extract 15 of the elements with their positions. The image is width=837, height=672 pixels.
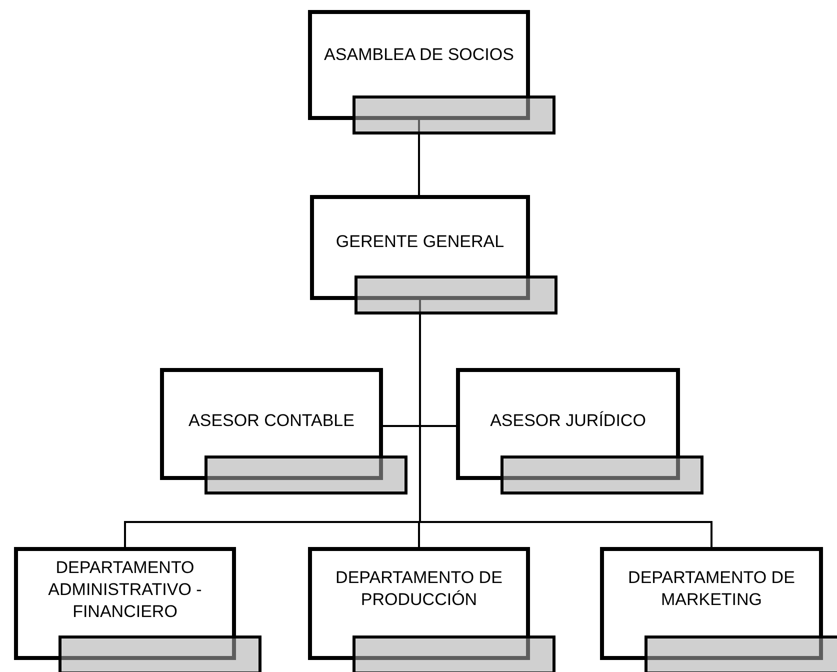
position-box bbox=[600, 547, 823, 660]
position-box bbox=[308, 10, 530, 120]
position-title: DEPARTAMENTO DE PRODUCCIÓN bbox=[334, 567, 504, 612]
position-box bbox=[14, 547, 236, 660]
position-title: GERENTE GENERAL bbox=[336, 231, 504, 253]
position-box bbox=[308, 547, 530, 660]
position-box bbox=[160, 368, 383, 480]
position-title: ASESOR CONTABLE bbox=[188, 410, 354, 432]
position-title: DEPARTAMENTO DE MARKETING bbox=[627, 567, 796, 612]
position-box bbox=[310, 195, 530, 300]
position-box bbox=[456, 368, 680, 480]
position-title: DEPARTAMENTO ADMINISTRATIVO - FINANCIERO bbox=[47, 557, 203, 624]
connector-line bbox=[418, 120, 420, 195]
position-title: ASAMBLEA DE SOCIOS bbox=[324, 44, 514, 66]
position-title: ASESOR JURÍDICO bbox=[490, 410, 646, 432]
